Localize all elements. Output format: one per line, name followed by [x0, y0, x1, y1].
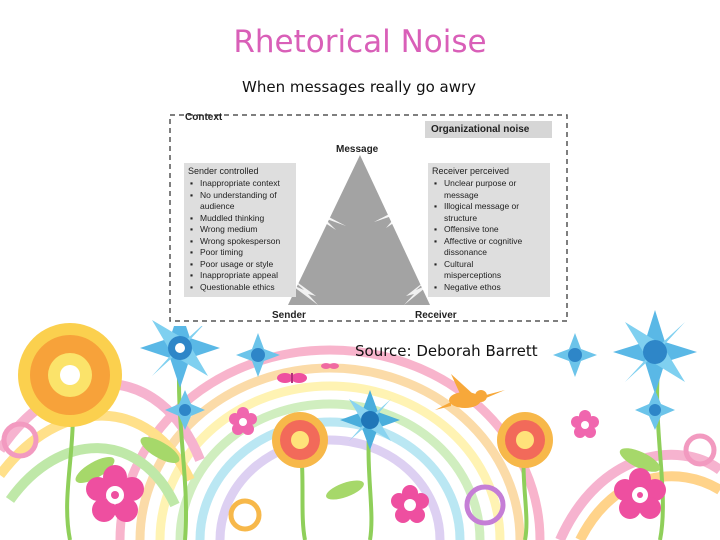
diagram-graphics — [169, 114, 568, 322]
list-item: ▪Wrong medium — [190, 224, 258, 234]
leaves — [75, 437, 661, 500]
sender-label: Sender — [272, 310, 306, 321]
slide-title: Rhetorical Noise — [233, 24, 487, 60]
source-credit: Source: Deborah Barrett — [355, 342, 538, 360]
list-item-continuation: audience — [200, 201, 235, 211]
butterfly-icon — [277, 373, 307, 383]
left-noise-lightning-icon — [280, 178, 346, 230]
right-noise-lightning-icon — [374, 176, 438, 228]
blue-flower-lower-right — [635, 390, 675, 430]
list-item: ▪Cultural — [434, 258, 474, 269]
pink-flower-right — [614, 468, 666, 519]
organizational-noise-box: Organizational noise — [425, 121, 552, 138]
receiver-noise-lightning-icon — [404, 274, 434, 305]
list-item: ▪Offensive tone — [434, 224, 499, 234]
list-item-continuation: message — [444, 189, 479, 200]
list-item-continuation: structure — [444, 212, 478, 223]
orange-sunflower — [18, 323, 122, 427]
context-label: Context — [185, 112, 223, 123]
organizational-noise-label: Organizational noise — [431, 124, 530, 135]
list-item: ▪Inappropriate appeal — [190, 270, 278, 280]
context-border — [169, 114, 568, 322]
list-item: ▪Unclear purpose or — [434, 178, 517, 188]
receiver-perceived-heading: Receiver perceived — [432, 166, 510, 176]
list-item-continuation: dissonance — [444, 247, 488, 257]
sender-controlled-heading: Sender controlled — [188, 166, 259, 176]
sender-noise-lightning-icon — [286, 274, 318, 305]
rhetorical-noise-diagram: Context Organizational noise Message Sen… — [168, 108, 570, 326]
hummingbird-icon — [435, 374, 505, 410]
list-item: ▪Inappropriate context — [190, 178, 280, 188]
small-butterfly-icon — [321, 363, 339, 369]
list-item: ▪Poor timing — [190, 247, 243, 257]
blue-starburst-flower-right — [613, 310, 697, 394]
receiver-label: Receiver — [415, 310, 457, 321]
message-triangle — [288, 155, 430, 305]
list-item: ▪Questionable ethics — [190, 281, 275, 292]
list-item: ▪Muddled thinking — [190, 212, 265, 223]
list-item: ▪Poor usage or style — [190, 258, 274, 269]
blue-starburst-flower-center — [340, 390, 400, 450]
list-item: ▪Wrong spokesperson — [190, 235, 281, 246]
sender-controlled-panel: Sender controlled ▪Inappropriate context… — [184, 163, 296, 297]
orange-round-flower-right — [497, 412, 553, 468]
list-item: ▪Affective or cognitive — [434, 235, 523, 246]
list-item-continuation: misperceptions — [444, 270, 502, 280]
blue-flower-lower-left — [165, 390, 205, 430]
message-label: Message — [336, 144, 379, 155]
slide-subtitle: When messages really go awry — [242, 78, 477, 96]
pink-flower-small-left — [229, 407, 257, 435]
pink-flower-left — [86, 465, 144, 522]
receiver-perceived-list: ▪Unclear purpose or message ▪Illogical m… — [434, 178, 522, 293]
pink-flower-small-right — [571, 410, 599, 438]
blue-starburst-flower-mid-right — [553, 333, 597, 377]
sender-controlled-list: ▪Inappropriate context ▪No understanding… — [190, 178, 280, 293]
list-item: ▪Negative ethos — [434, 281, 501, 292]
blue-starburst-flower-small — [236, 333, 280, 377]
receiver-perceived-panel: Receiver perceived ▪Unclear purpose or m… — [428, 163, 550, 297]
decorative-swirls — [1, 421, 717, 532]
floral-background-illustration — [0, 308, 720, 540]
list-item: ▪No understanding of — [190, 189, 277, 200]
blue-starburst-flower — [140, 308, 220, 388]
list-item: ▪Illogical message or — [434, 201, 520, 211]
orange-round-flower-center — [272, 412, 328, 468]
pink-flower-bottom-center — [391, 485, 429, 523]
